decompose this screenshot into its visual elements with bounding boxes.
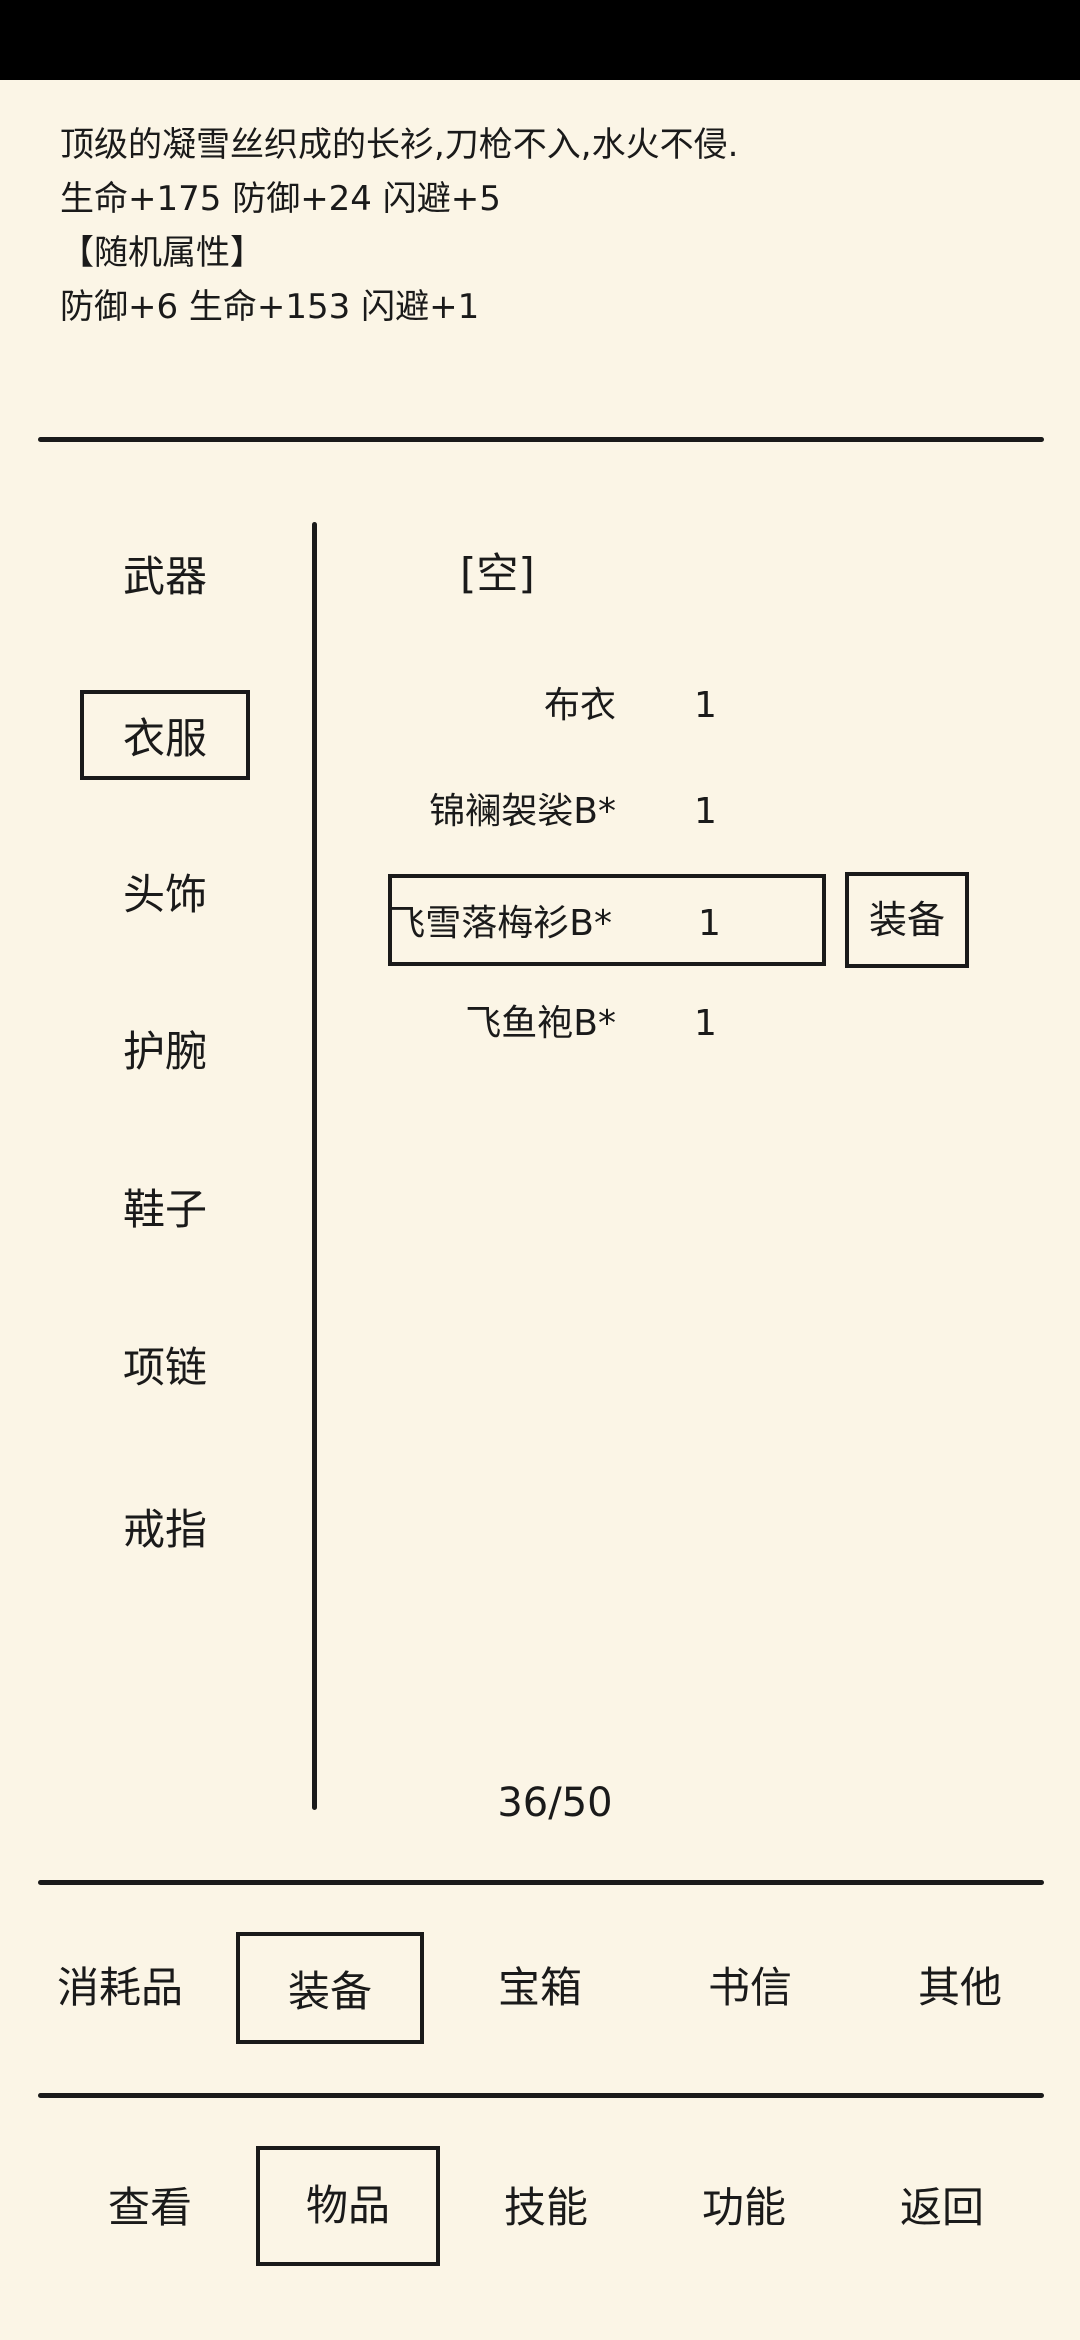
tab-letters[interactable]: 书信 xyxy=(707,1963,792,2012)
tab-equipment[interactable]: 装备 xyxy=(236,1932,424,2044)
item-name: 飞雪落梅衫B* xyxy=(389,903,612,944)
empty-slot[interactable]: [空] xyxy=(460,549,535,598)
item-count: 1 xyxy=(694,1003,717,1044)
description-line: 生命+175 防御+24 闪避+5 xyxy=(60,179,501,219)
tab-other[interactable]: 其他 xyxy=(917,1963,1002,2012)
category-weapon[interactable]: 武器 xyxy=(122,552,207,601)
category-headwear[interactable]: 头饰 xyxy=(122,870,207,919)
item-name: 锦襕袈裟B* xyxy=(429,791,616,832)
tab-chests[interactable]: 宝箱 xyxy=(497,1963,582,2012)
list-item[interactable]: 锦襕袈裟B* 1 xyxy=(388,766,826,858)
equip-button[interactable]: 装备 xyxy=(845,872,969,968)
tab-functions[interactable]: 功能 xyxy=(701,2183,786,2232)
status-bar xyxy=(0,0,1080,80)
middle-divider xyxy=(38,1880,1044,1885)
item-count: 1 xyxy=(698,903,721,944)
description-line: 【随机属性】 xyxy=(60,233,264,273)
tab-skills[interactable]: 技能 xyxy=(503,2183,588,2232)
bottom-divider xyxy=(38,2093,1044,2098)
description-line: 防御+6 生命+153 闪避+1 xyxy=(60,287,480,327)
item-count: 1 xyxy=(694,685,717,726)
item-count: 1 xyxy=(694,791,717,832)
list-item[interactable]: 飞雪落梅衫B* 1 xyxy=(388,874,826,966)
category-necklace[interactable]: 项链 xyxy=(122,1343,207,1392)
top-divider xyxy=(38,437,1044,442)
sidebar-divider xyxy=(312,522,317,1810)
tab-items[interactable]: 物品 xyxy=(256,2146,440,2266)
tab-view[interactable]: 查看 xyxy=(107,2183,192,2232)
item-name: 布衣 xyxy=(543,685,616,726)
tab-back[interactable]: 返回 xyxy=(899,2183,984,2232)
category-ring[interactable]: 戒指 xyxy=(122,1505,207,1554)
description-line: 顶级的凝雪丝织成的长衫,刀枪不入,水火不侵. xyxy=(60,125,739,165)
item-name: 飞鱼袍B* xyxy=(465,1003,616,1044)
list-item[interactable]: 布衣 1 xyxy=(388,660,826,752)
category-bracer[interactable]: 护腕 xyxy=(122,1027,207,1076)
tab-consumables[interactable]: 消耗品 xyxy=(56,1963,183,2012)
list-item[interactable]: 飞鱼袍B* 1 xyxy=(388,978,826,1070)
page-indicator: 36/50 xyxy=(497,1780,613,1826)
category-clothes[interactable]: 衣服 xyxy=(80,690,250,780)
category-shoes[interactable]: 鞋子 xyxy=(122,1185,207,1234)
item-description: 顶级的凝雪丝织成的长衫,刀枪不入,水火不侵. 生命+175 防御+24 闪避+5… xyxy=(60,118,738,334)
